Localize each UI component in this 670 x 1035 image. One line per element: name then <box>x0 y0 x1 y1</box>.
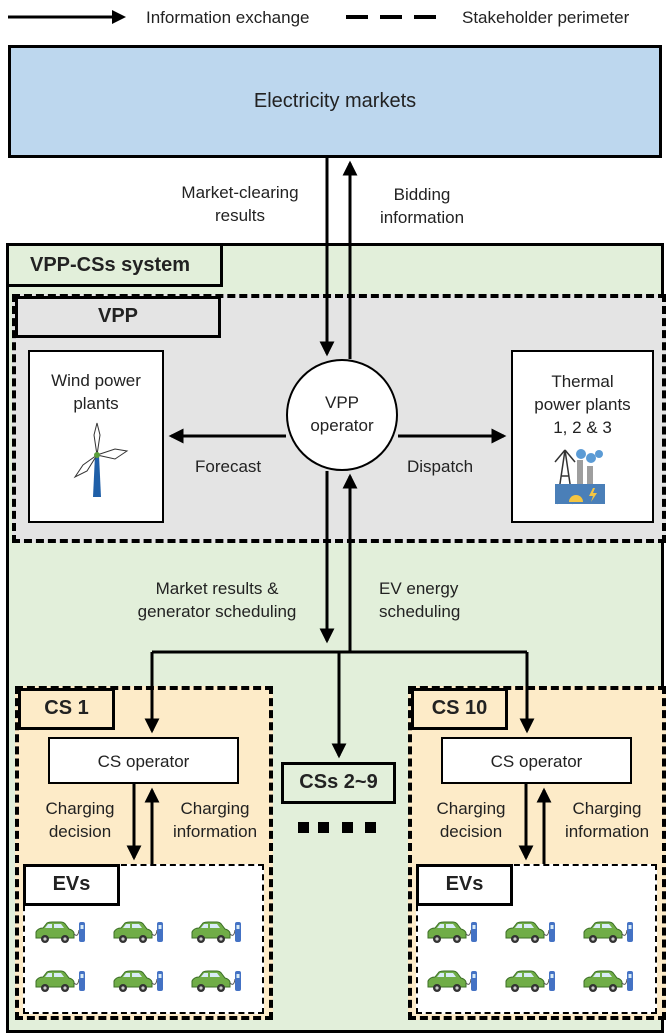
dispatch-label: Dispatch <box>407 457 474 476</box>
css-2-9-box <box>281 762 396 804</box>
ev-car-icon <box>505 921 555 943</box>
legend-info-exchange-label: Information exchange <box>146 8 310 27</box>
cs1-evs-title-box <box>23 864 120 906</box>
vpp-operator-label: VPP operator <box>310 393 374 435</box>
cs1-charging-decision-label: Charging decision <box>45 799 115 841</box>
ev-car-icon <box>191 970 241 992</box>
ellipsis-squares <box>298 822 376 833</box>
forecast-label: Forecast <box>195 457 262 476</box>
vpp-title-box <box>15 296 221 338</box>
ev-car-icon <box>113 970 163 992</box>
ev-car-icon <box>113 921 163 943</box>
ev-car-icon <box>583 921 633 943</box>
cs10-evs-title: EVs <box>445 873 484 895</box>
ev-car-icon <box>583 970 633 992</box>
cs1-title-box <box>18 688 115 730</box>
cs10-charging-information-label: Charging information <box>564 799 650 841</box>
cs1-title: CS 1 <box>44 697 89 719</box>
cs1-ev-cars <box>35 921 241 992</box>
market-results-scheduling-label: Market results & generator scheduling <box>137 579 297 621</box>
ev-car-icon <box>427 970 477 992</box>
ev-car-icon <box>35 970 85 992</box>
market-clearing-results-label: Market-clearing results <box>181 183 299 225</box>
cs10-title: CS 10 <box>431 697 488 719</box>
legend-arrow-head <box>112 10 126 24</box>
vpp-css-system-title: VPP-CSs system <box>30 254 191 276</box>
ev-car-icon <box>191 921 241 943</box>
cs1-evs-title: EVs <box>52 873 91 895</box>
wind-power-plants-label: Wind power plants <box>51 371 141 413</box>
cs10-evs-title-box <box>416 864 513 906</box>
cs10-ev-cars <box>427 921 633 992</box>
electricity-markets-box <box>8 45 662 158</box>
thermal-power-plants-label: Thermal power plants 1, 2 & 3 <box>534 372 631 437</box>
cs1-operator-label: CS operator <box>97 752 190 771</box>
legend-graphics <box>8 10 446 24</box>
vpp-operator-circle <box>286 359 398 471</box>
css-2-9-title: CSs 2~9 <box>299 771 378 793</box>
bidding-information-label: Bidding information <box>379 185 465 227</box>
thermal-plant-icon <box>554 449 605 505</box>
cs10-title-box <box>411 688 508 730</box>
ev-car-icon <box>505 970 555 992</box>
electricity-markets-label: Electricity markets <box>253 90 417 112</box>
ev-energy-scheduling-label: EV energy scheduling <box>379 579 461 621</box>
ev-car-icon <box>35 921 85 943</box>
wind-turbine-icon <box>73 422 129 497</box>
cs1-charging-information-label: Charging information <box>172 799 258 841</box>
cs10-charging-decision-label: Charging decision <box>436 799 506 841</box>
vpp-title: VPP <box>97 305 139 327</box>
vpp-css-system-title-box <box>6 243 223 287</box>
cs10-operator-box <box>441 737 632 784</box>
legend-perimeter-label: Stakeholder perimeter <box>462 8 630 27</box>
ev-car-icon <box>427 921 477 943</box>
cs10-operator-label: CS operator <box>490 752 583 771</box>
cs1-operator-box <box>48 737 239 784</box>
